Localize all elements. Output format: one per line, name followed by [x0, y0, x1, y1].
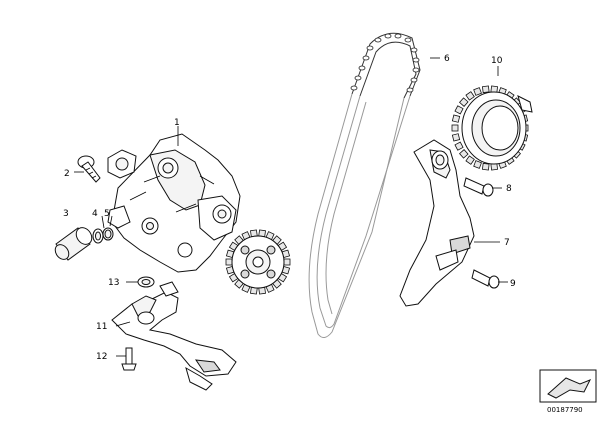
callout-3: 3: [63, 209, 69, 219]
bolt-lower: [471, 269, 500, 289]
tensioner-rail: [399, 139, 475, 307]
bracket-screw: [121, 347, 137, 371]
seal-ring: [92, 228, 104, 244]
callout-2: 2: [64, 169, 70, 179]
pump-sprocket: [225, 229, 291, 295]
screw: [77, 155, 101, 183]
callout-7: 7: [504, 238, 510, 248]
oil-pick-up-bracket: [111, 281, 237, 391]
callout-10: 10: [491, 56, 503, 66]
callout-5: 5: [104, 209, 110, 219]
arrow-icon: [547, 377, 592, 399]
oil-pump: [107, 133, 241, 273]
o-ring: [102, 227, 114, 241]
callout-9: 9: [510, 279, 516, 289]
pickup-seal-ring: [137, 276, 155, 288]
callout-8: 8: [506, 184, 512, 194]
leader-lines: [74, 57, 508, 357]
callout-11: 11: [96, 322, 107, 332]
callout-4: 4: [92, 209, 98, 219]
sleeve: [54, 227, 93, 261]
corner-badge: 00187790: [539, 369, 597, 414]
timing-chain: [308, 32, 421, 338]
callout-labels: 1 2 3 4 5 6 7 8 9 10 11 12 13: [63, 54, 516, 362]
bolt-upper: [463, 177, 494, 197]
callout-1: 1: [174, 118, 180, 128]
callout-6: 6: [444, 54, 450, 64]
callout-12: 12: [96, 352, 107, 362]
callout-13: 13: [108, 278, 119, 288]
catalog-number: 00187790: [547, 406, 583, 414]
cam-sprocket: [451, 85, 533, 171]
